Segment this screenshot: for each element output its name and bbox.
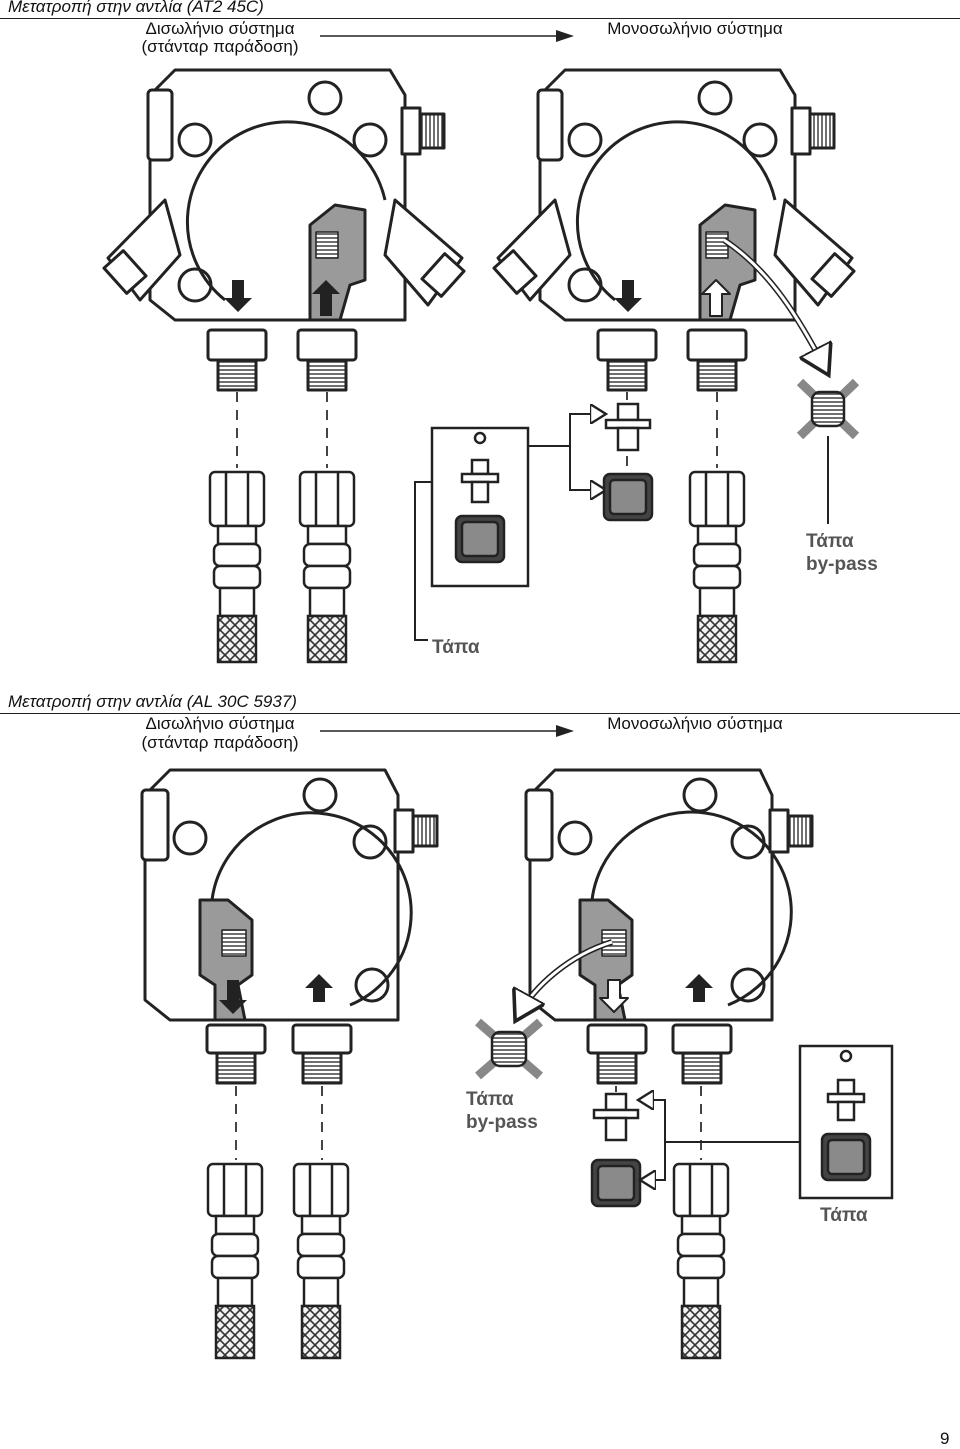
nipple-fitting-2 [592, 1092, 640, 1142]
section-2-left-heading-1: Δισωλήνιο σύστημα [145, 714, 295, 733]
section-2-diagram [140, 725, 894, 1360]
section-1-plug-label: Τάπα [432, 637, 480, 658]
hose-right-2 [672, 1162, 730, 1360]
section-1-left-heading-2: (στάνταρ παράδοση) [141, 37, 299, 56]
blind-cap-2 [590, 1158, 642, 1208]
section-1-diagram [102, 30, 860, 664]
section-1-title: Μετατροπή στην αντλία (AT2 45C) [8, 0, 264, 16]
section-2-plug-label: Τάπα [820, 1205, 868, 1226]
hose-left-4 [292, 1162, 350, 1360]
section-2-title: Μετατροπή στην αντλία (AL 30C 5937) [8, 692, 297, 711]
bypass-plug-removed-icon-2 [475, 1018, 543, 1080]
section-1-bypass-label-1: Τάπα [806, 531, 854, 552]
hose-left-1 [208, 470, 266, 664]
blind-cap [602, 472, 654, 522]
section-2-bypass-label-2: by-pass [466, 1112, 538, 1133]
section-2-right-heading: Μονοσωλήνιο σύστημα [607, 714, 783, 733]
hose-right [688, 470, 746, 664]
bypass-plug-removed-icon [796, 378, 860, 524]
section-1-right-heading: Μονοσωλήνιο σύστημα [607, 19, 783, 38]
conversion-arrow-icon [320, 30, 574, 42]
hose-left-3 [206, 1162, 264, 1360]
nipple-fitting [604, 402, 652, 452]
section-1-bypass-label-2: by-pass [806, 554, 878, 575]
pump-one-pipe-2 [524, 768, 814, 1085]
pump-two-pipe-2 [140, 768, 439, 1085]
section-1-rule [0, 18, 960, 19]
conversion-arrow-icon-2 [320, 725, 574, 737]
pump-one-pipe [492, 68, 856, 392]
plug-kit-card-2 [798, 1044, 894, 1200]
hose-left-2 [298, 470, 356, 664]
section-2-left-heading-2: (στάνταρ παράδοση) [141, 733, 299, 752]
section-2-bypass-label-1: Τάπα [466, 1089, 514, 1110]
section-2-rule [0, 713, 960, 714]
plug-kit-card [430, 426, 530, 588]
pump-two-pipe [102, 68, 466, 392]
page-number: 9 [940, 1429, 950, 1448]
section-1-left-heading-1: Δισωλήνιο σύστημα [145, 19, 295, 38]
